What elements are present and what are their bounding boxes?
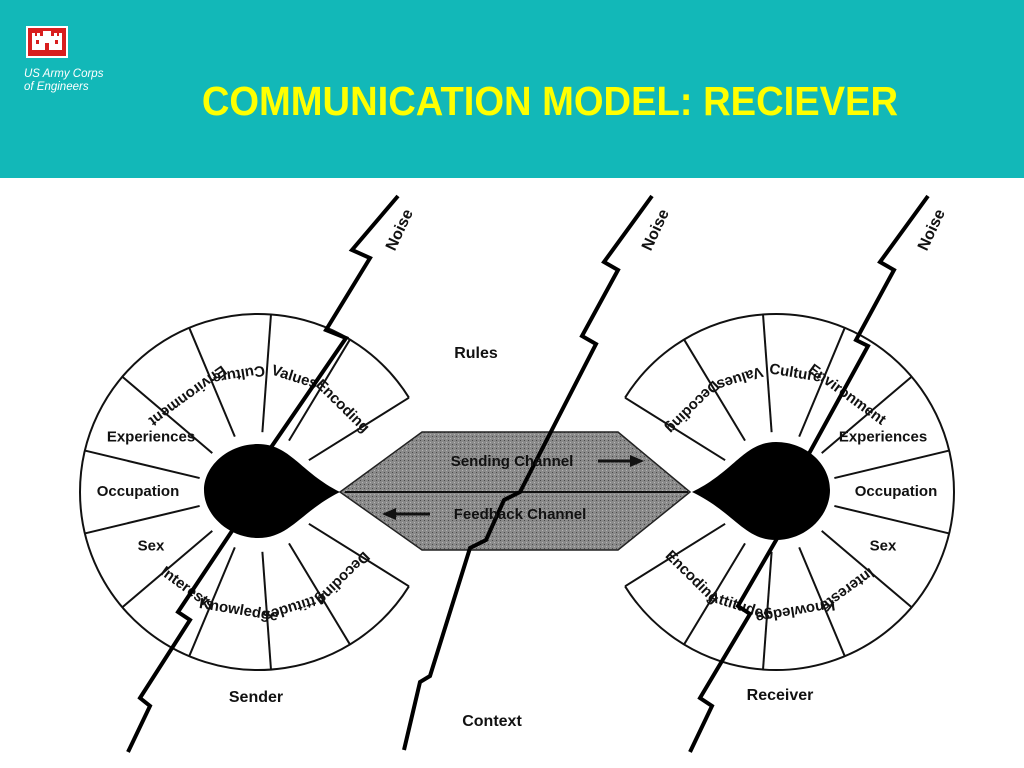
sender-divider xyxy=(121,530,213,609)
receiver-divider xyxy=(762,551,773,670)
sender-divider xyxy=(288,542,351,645)
noise-bolt-middle xyxy=(402,194,654,751)
receiver-divider xyxy=(762,314,773,433)
sender-divider xyxy=(188,546,236,657)
receiver-divider xyxy=(683,339,746,442)
receiver-divider xyxy=(821,530,913,609)
sender-divider xyxy=(121,375,213,454)
receiver-segment-sex: Sex xyxy=(870,537,897,554)
receiver-divider xyxy=(798,327,846,438)
org-line-1: US Army Corps xyxy=(24,68,104,80)
receiver-hub xyxy=(692,442,830,540)
receiver-divider xyxy=(821,375,913,454)
communication-model-diagram: DecodingAttitudesKnowledgeInterestsSexOc… xyxy=(79,194,955,753)
rules-label: Rules xyxy=(454,345,498,362)
receiver-divider xyxy=(798,546,846,657)
sender-divider xyxy=(84,449,200,480)
sender-label: Sender xyxy=(229,689,283,706)
sender-segment-occupation: Occupation xyxy=(97,483,180,500)
receiver-segment-occupation: Occupation xyxy=(855,483,938,500)
receiver-divider xyxy=(624,522,726,588)
receiver-label: Receiver xyxy=(747,687,814,704)
receiver-divider xyxy=(624,396,726,462)
receiver-segment-experiences: Experiences xyxy=(839,429,927,446)
sender-divider xyxy=(308,522,410,588)
feedback-channel-label: Feedback Channel xyxy=(454,506,587,523)
noise-label-left: Noise xyxy=(383,207,417,254)
receiver-divider xyxy=(834,504,950,535)
sender-hub xyxy=(204,444,340,538)
sender-divider xyxy=(84,504,200,535)
sender-divider xyxy=(188,327,236,438)
sending-arrowhead xyxy=(630,455,644,467)
castle-icon xyxy=(26,26,68,58)
noise-bolt-right xyxy=(688,194,930,753)
noise-label-middle: Noise xyxy=(639,207,673,254)
feedback-arrowhead xyxy=(382,508,396,520)
noise-bolt-left xyxy=(126,194,400,753)
receiver-divider xyxy=(834,449,950,480)
sending-channel-label: Sending Channel xyxy=(451,453,574,470)
org-line-2: of Engineers xyxy=(24,81,89,93)
sender-divider xyxy=(288,339,351,442)
sender-segment-sex: Sex xyxy=(138,537,165,554)
receiver-divider xyxy=(683,542,746,645)
sender-segment-experiences: Experiences xyxy=(107,429,195,446)
sender-divider xyxy=(261,314,272,433)
context-label: Context xyxy=(462,713,522,730)
sender-divider xyxy=(261,551,272,670)
sender-divider xyxy=(308,396,410,462)
noise-label-right: Noise xyxy=(915,207,949,254)
slide-title: COMMUNICATION MODEL: RECIEVER xyxy=(201,78,899,124)
